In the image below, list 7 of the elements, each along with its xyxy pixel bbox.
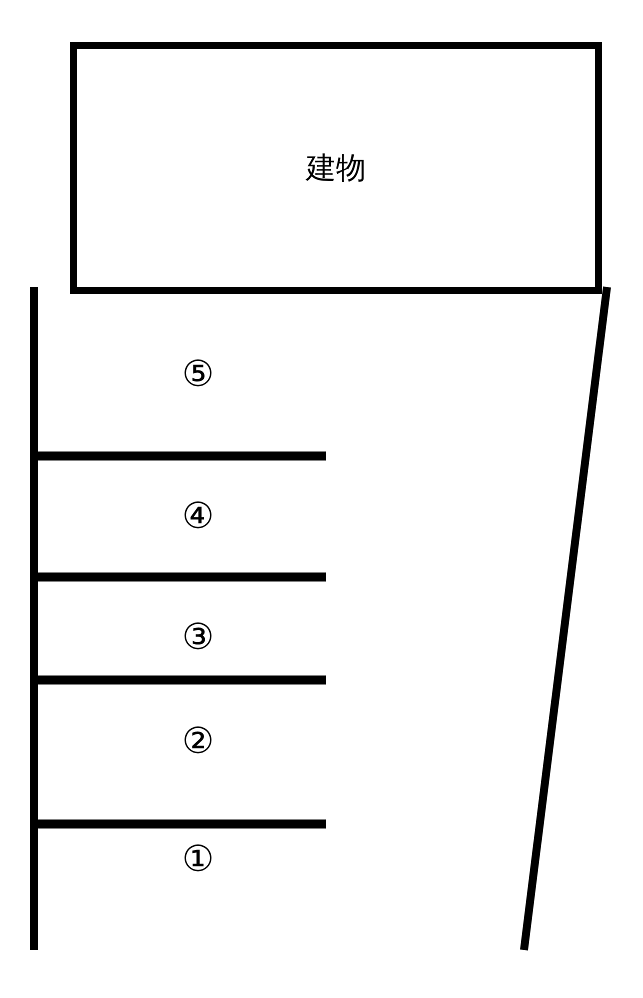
callout-number: ④ [182, 499, 214, 535]
building-label: 建物 [306, 150, 366, 188]
callout-number: ③ [182, 620, 214, 656]
callout-number: ① [182, 842, 214, 878]
callout-number: ⑤ [182, 357, 214, 393]
building-box [70, 42, 602, 294]
callout-number: ② [182, 724, 214, 760]
